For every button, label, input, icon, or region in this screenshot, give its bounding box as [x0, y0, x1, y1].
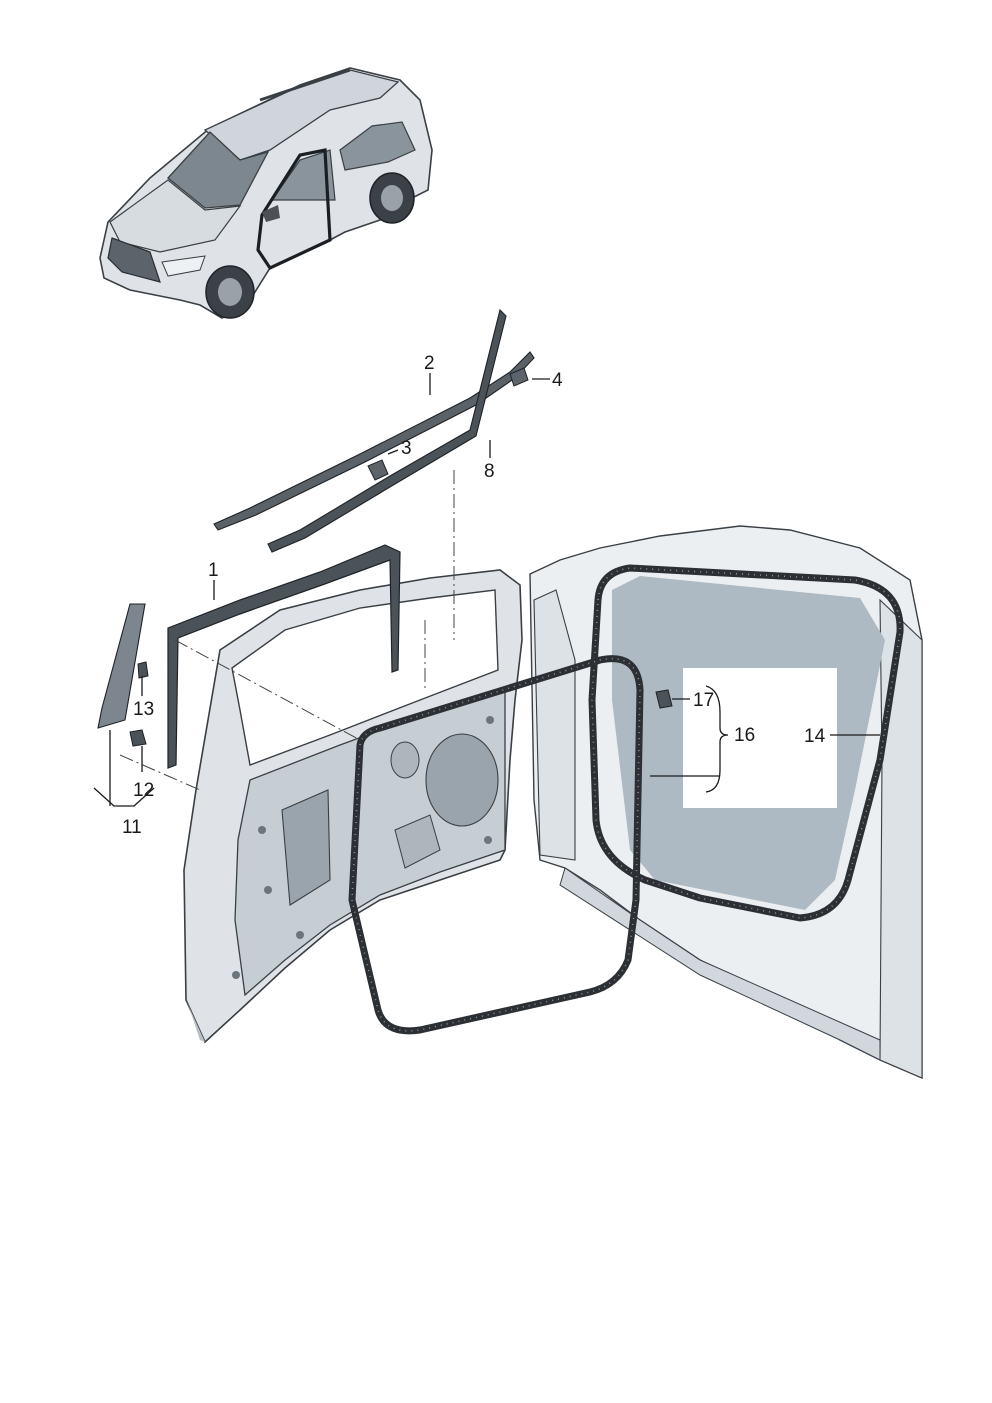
pillar-trim-11: [97, 603, 146, 729]
window-channel-seal-1: [167, 544, 401, 769]
callouts: 1 2 3 4 8 13 12 11 17 16 14: [93, 353, 880, 838]
end-cap-4: [509, 367, 529, 387]
callout-14: 14: [804, 726, 826, 747]
door-shell: [183, 569, 523, 1044]
callout-8: 8: [484, 461, 495, 482]
clip-17: [655, 689, 673, 709]
callout-12: 12: [133, 780, 154, 801]
callout-11: 11: [122, 817, 142, 838]
callout-13: 13: [133, 699, 154, 720]
door-aperture-seal-14: [588, 564, 904, 922]
door-seal-16: [348, 655, 644, 1035]
clip-3: [367, 459, 389, 481]
clip-12: [129, 729, 147, 747]
callout-1: 1: [208, 560, 219, 581]
callout-3: 3: [401, 438, 412, 459]
vehicle-overview: [99, 67, 433, 319]
inner-waist-seal-8: [267, 308, 507, 553]
assembly-guide-lines: [119, 470, 455, 791]
callout-4: 4: [552, 370, 563, 391]
clip-13: [137, 661, 149, 679]
outer-waist-seal-2: [213, 351, 535, 531]
callout-16: 16: [734, 725, 755, 746]
callout-2: 2: [424, 353, 435, 374]
callout-17: 17: [693, 690, 714, 711]
